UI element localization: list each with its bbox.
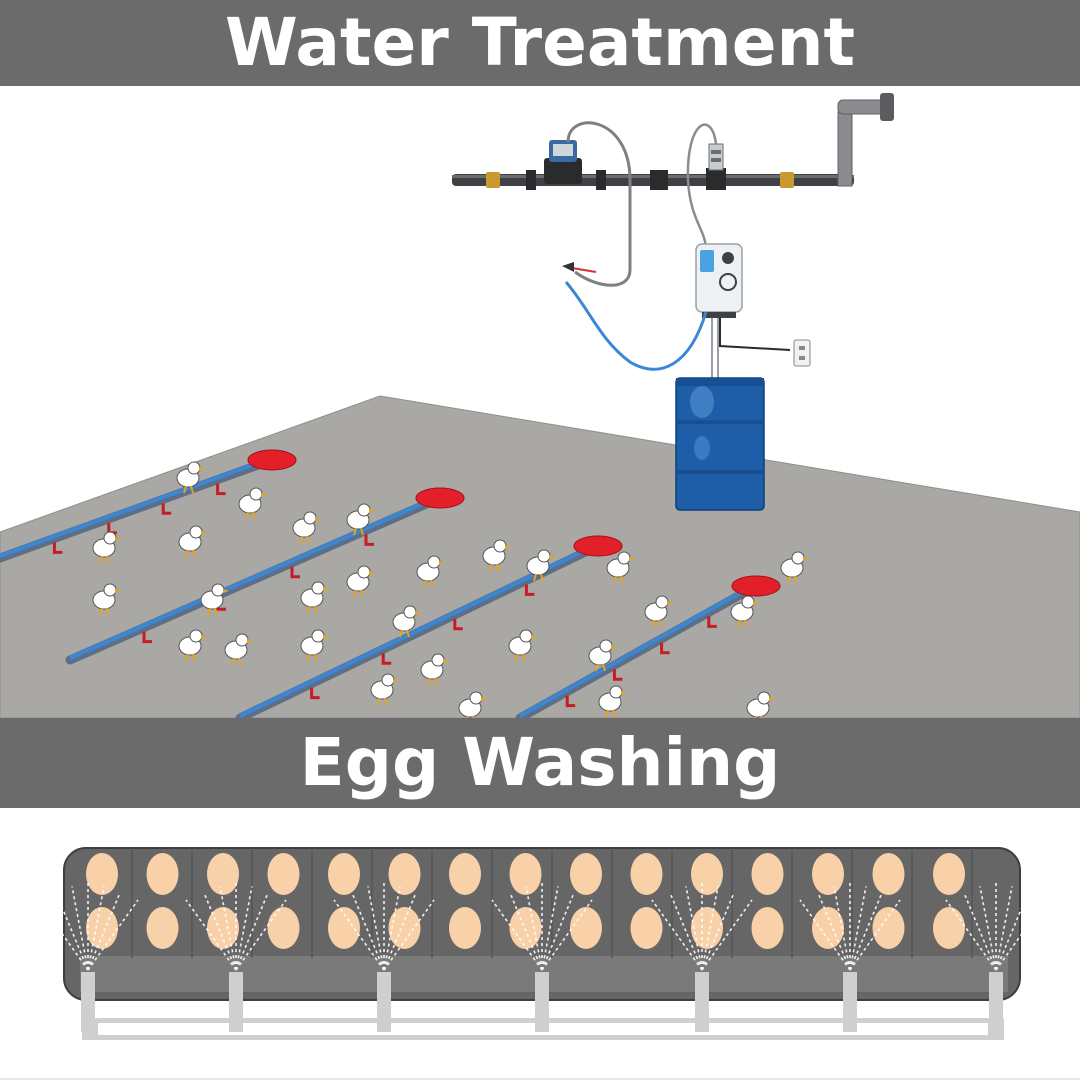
chick-icon — [606, 551, 635, 584]
egg-icon — [751, 853, 784, 895]
egg-icon — [872, 853, 905, 895]
egg-icon — [86, 853, 118, 895]
drinker-line — [0, 449, 297, 563]
spray-nozzle-icon — [185, 880, 287, 1032]
chick-icon — [780, 551, 809, 584]
egg-washing-title: Egg Washing — [299, 724, 781, 801]
egg-icon — [751, 907, 784, 949]
sensor-icon — [708, 143, 724, 171]
water-treatment-banner: Water Treatment — [0, 0, 1080, 86]
chick-icon — [176, 461, 205, 494]
egg-icon — [933, 853, 965, 895]
spray-nozzle-icon — [651, 880, 753, 1032]
valve-icon — [486, 172, 500, 188]
egg-icon — [630, 907, 663, 949]
chick-icon — [588, 639, 617, 672]
chick-icon — [508, 629, 537, 662]
chick-icon — [346, 503, 375, 536]
valve-icon — [780, 172, 794, 188]
egg-icon — [570, 907, 602, 949]
feeder-cap — [731, 575, 781, 597]
feeder-cap — [415, 487, 465, 509]
egg-icon — [328, 853, 360, 895]
egg-icon — [691, 853, 723, 895]
chick-icon — [730, 595, 759, 628]
egg-icon — [86, 907, 118, 949]
outlet-icon — [793, 339, 811, 367]
chick-icon — [392, 605, 421, 638]
spray-nozzle-icon — [491, 880, 593, 1032]
egg-icon — [267, 853, 300, 895]
chick-icon — [200, 583, 229, 616]
chick-icon — [346, 565, 375, 598]
egg-conveyor — [37, 847, 1047, 1040]
chick-icon — [300, 581, 329, 614]
drinker-line — [515, 575, 781, 723]
egg-icon — [207, 853, 239, 895]
egg-icon — [630, 853, 663, 895]
egg-icon — [570, 853, 602, 895]
chick-icon — [92, 583, 121, 616]
egg-icon — [146, 907, 179, 949]
feeder-cap — [247, 449, 297, 471]
spray-nozzle-icon — [333, 880, 435, 1032]
egg-icon — [449, 907, 481, 949]
chick-icon — [370, 673, 399, 706]
egg-icon — [872, 907, 905, 949]
egg-icon — [933, 907, 965, 949]
chick-icon — [92, 531, 121, 564]
drinker-line — [65, 487, 465, 665]
barrel-icon — [675, 377, 765, 511]
chick-icon — [482, 539, 511, 572]
egg-icon — [509, 853, 542, 895]
egg-washing-banner: Egg Washing — [0, 718, 1080, 808]
pipe-assembly — [452, 93, 894, 287]
egg-icon — [388, 853, 421, 895]
spray-nozzle-icon — [37, 880, 139, 1032]
egg-icon — [812, 853, 844, 895]
water-treatment-title: Water Treatment — [224, 4, 856, 81]
egg-icon — [267, 907, 300, 949]
egg-icon — [691, 907, 723, 949]
egg-icon — [328, 907, 360, 949]
chick-icon — [224, 633, 253, 666]
chick-icon — [300, 629, 329, 662]
egg-icon — [509, 907, 542, 949]
egg-icon — [812, 907, 844, 949]
egg-icon — [388, 907, 421, 949]
chick-icon — [238, 487, 267, 520]
feeder-cap — [573, 535, 623, 557]
chick-icon — [598, 685, 627, 718]
chick-icon — [644, 595, 673, 628]
chick-icon — [292, 511, 321, 544]
spray-nozzle-icon — [799, 880, 901, 1032]
chick-icon — [526, 549, 555, 582]
chick-icon — [178, 629, 207, 662]
dosing-pump-icon — [695, 243, 743, 318]
spray-nozzle-icon — [945, 880, 1047, 1032]
chick-icon — [420, 653, 449, 686]
chicks — [92, 461, 809, 724]
egg-icon — [449, 853, 481, 895]
chick-icon — [746, 691, 775, 724]
egg-icon — [146, 853, 179, 895]
water-hose — [564, 281, 708, 371]
chick-icon — [178, 525, 207, 558]
chick-icon — [416, 555, 445, 588]
flow-meter-icon — [544, 140, 582, 184]
